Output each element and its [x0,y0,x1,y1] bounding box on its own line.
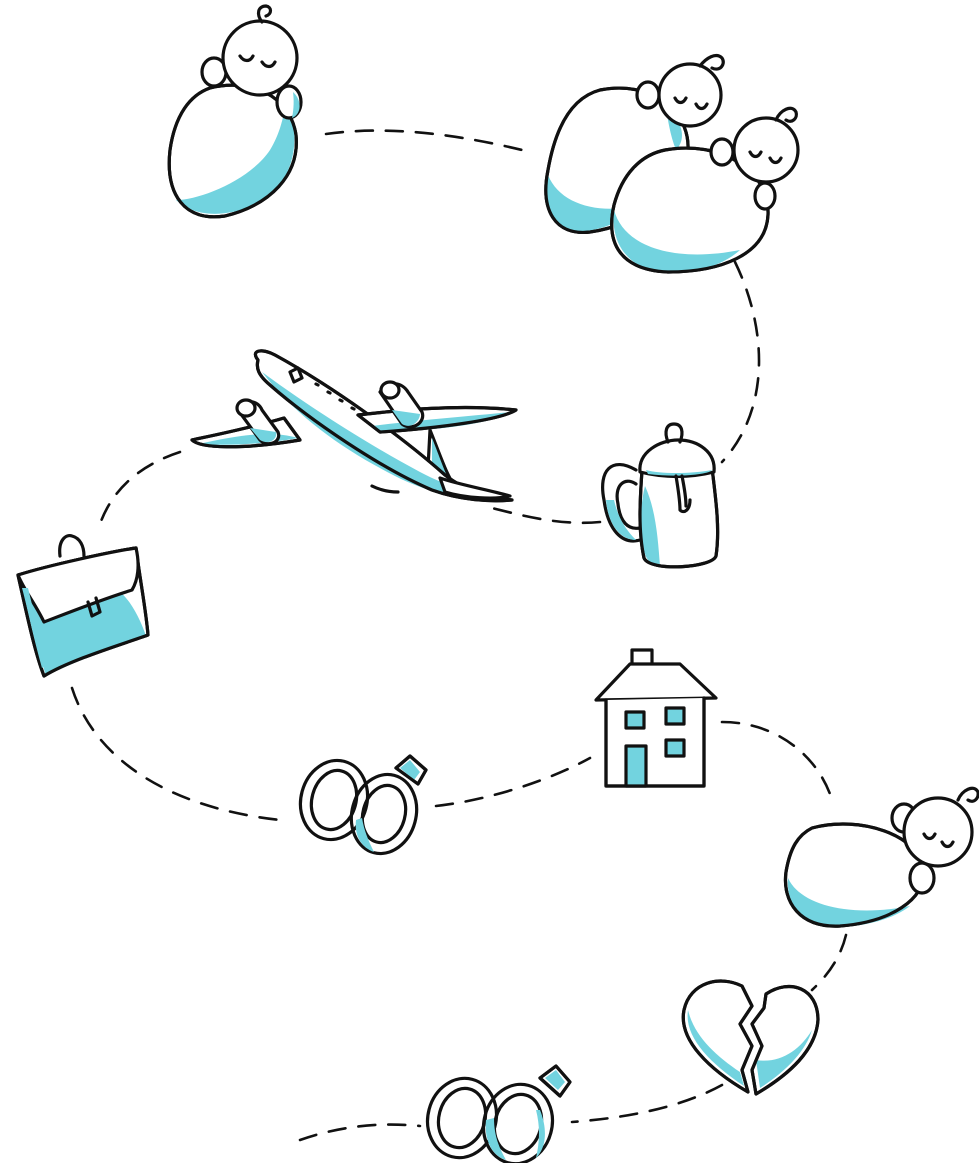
airplane-icon [192,351,516,501]
briefcase-icon [18,536,148,676]
path-segment-bottle-to-plane [492,508,600,523]
path-segment-rings-start [300,1125,420,1140]
path-segment-heart-to-rings [572,1085,722,1122]
baby-icon [785,788,978,927]
broken-heart-icon [683,981,818,1094]
path-segment-house-to-baby [722,722,832,800]
path-segment-plane-to-briefcase [98,452,180,530]
baby-bottle-icon [603,424,718,567]
twin-babies-icon [546,56,798,273]
path-segment-baby-to-heart [812,935,846,990]
path-segment-twins-to-bottle [722,262,759,462]
wedding-rings-icon [419,1066,570,1163]
path-segment-rings-to-house [436,758,590,806]
baby-icon [169,6,301,217]
path-segment-briefcase-to-rings [72,688,280,820]
wedding-rings-icon [292,753,426,861]
house-icon [596,650,716,786]
path-segment-baby-to-twins [326,131,522,150]
